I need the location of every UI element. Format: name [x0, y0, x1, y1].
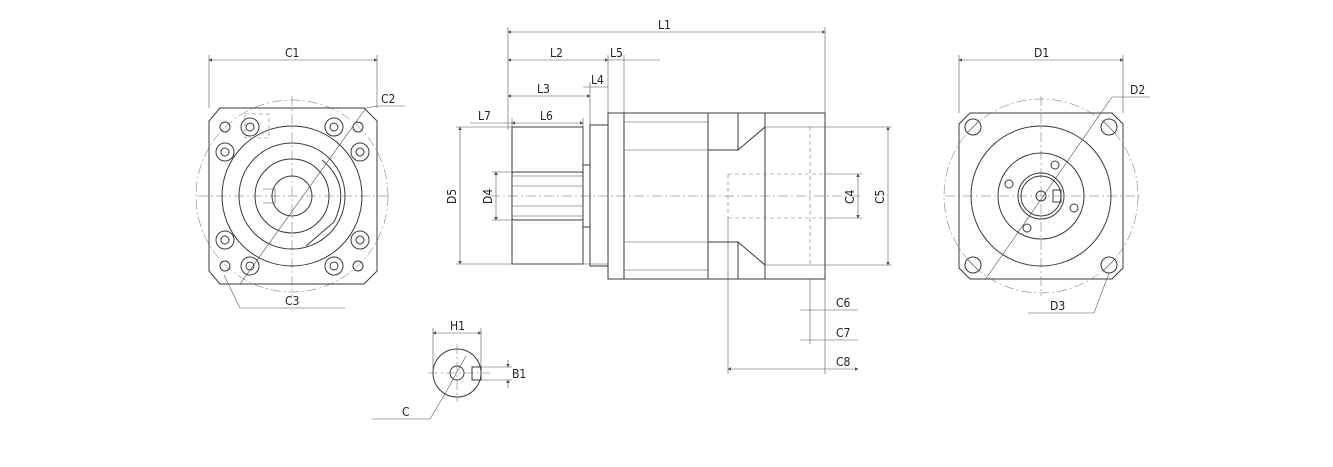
shaft-key-detail — [372, 328, 512, 420]
dimension-c-label: C — [402, 405, 410, 419]
right-front-view — [943, 55, 1150, 314]
dimension-h1-label: H1 — [450, 319, 465, 333]
dimension-l5-label: L5 — [610, 46, 623, 60]
dimension-l4-label: L4 — [591, 73, 604, 87]
dimension-c1-label: C1 — [285, 46, 299, 60]
dimension-d2-label: D2 — [1130, 83, 1145, 97]
dimension-l1-label: L1 — [658, 18, 671, 32]
dimension-c8-label: C8 — [836, 355, 851, 369]
dimension-l3-label: L3 — [537, 82, 550, 96]
dimension-d1-label: D1 — [1034, 46, 1049, 60]
dimension-l2-label: L2 — [550, 46, 563, 60]
dimension-c2-label: C2 — [381, 92, 395, 106]
dimension-c5-label: C5 — [873, 190, 887, 204]
dimension-d5-label: D5 — [445, 189, 459, 204]
dimension-c7-label: C7 — [836, 326, 850, 340]
left-front-view — [195, 55, 405, 309]
dimension-d3-label: D3 — [1050, 299, 1065, 313]
dimension-c4-label: C4 — [843, 189, 857, 204]
dimension-l7-label: L7 — [478, 109, 491, 123]
dimension-c6-label: C6 — [836, 296, 851, 310]
dimension-c3-label: C3 — [285, 294, 299, 308]
side-view — [456, 27, 892, 374]
dimension-l6-label: L6 — [540, 109, 553, 123]
dimension-d4-label: D4 — [481, 189, 495, 204]
dimension-b1-label: B1 — [512, 367, 526, 381]
